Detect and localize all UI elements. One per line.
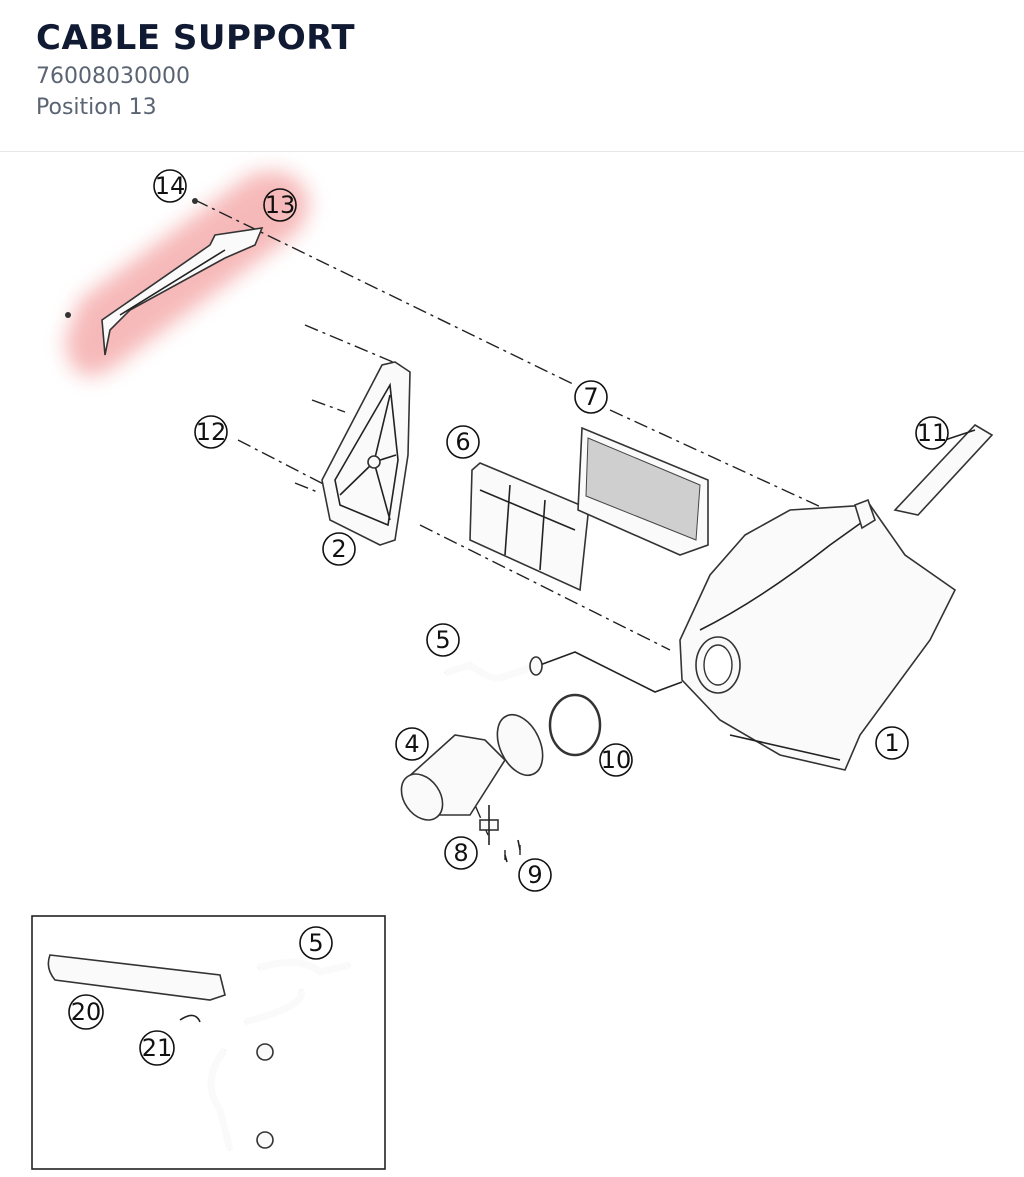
part-9-screws <box>504 839 521 863</box>
svg-text:4: 4 <box>404 730 419 758</box>
callout-13[interactable]: 13 <box>263 188 297 222</box>
callouts: 14 13 7 12 6 11 2 5 4 1 10 8 9 5 20 21 <box>68 169 949 1066</box>
svg-text:1: 1 <box>884 729 899 757</box>
svg-text:6: 6 <box>455 428 470 456</box>
svg-text:11: 11 <box>917 419 948 447</box>
callout-7[interactable]: 7 <box>574 380 608 414</box>
leader-line-5 <box>539 651 683 693</box>
screw-14-lower <box>65 312 71 318</box>
callout-5[interactable]: 5 <box>426 623 460 657</box>
part-7-air-filter <box>577 426 709 556</box>
inset-callout-21[interactable]: 21 <box>139 1030 175 1066</box>
svg-text:14: 14 <box>155 172 186 200</box>
callout-1[interactable]: 1 <box>875 726 909 760</box>
assembly-lines <box>194 199 861 860</box>
part-10-clamp <box>548 693 602 757</box>
part-1-airbox <box>679 498 957 771</box>
svg-text:5: 5 <box>308 929 323 957</box>
part-number: 76008030000 <box>36 64 190 89</box>
part-2-filter-frame <box>321 361 411 546</box>
inset-box <box>31 915 386 1170</box>
callout-12[interactable]: 12 <box>194 415 228 449</box>
callout-2[interactable]: 2 <box>322 532 356 566</box>
svg-text:9: 9 <box>527 861 542 889</box>
page-title: CABLE SUPPORT <box>36 18 356 58</box>
callout-10[interactable]: 10 <box>599 743 633 777</box>
svg-text:12: 12 <box>196 418 227 446</box>
part-13-cable-support <box>65 198 264 356</box>
callout-14[interactable]: 14 <box>153 169 187 203</box>
part-8-sensor <box>479 805 499 845</box>
svg-text:7: 7 <box>583 383 598 411</box>
inset-callout-20[interactable]: 20 <box>68 994 104 1030</box>
callout-6[interactable]: 6 <box>446 425 480 459</box>
inset-callout-5[interactable]: 5 <box>299 926 333 960</box>
callout-11[interactable]: 11 <box>915 416 949 450</box>
svg-text:5: 5 <box>435 626 450 654</box>
svg-text:21: 21 <box>142 1034 173 1062</box>
svg-text:8: 8 <box>453 839 468 867</box>
svg-text:2: 2 <box>331 535 346 563</box>
svg-text:13: 13 <box>265 191 296 219</box>
screw-14 <box>192 198 198 204</box>
part-4-intake-boot <box>400 713 544 821</box>
header: CABLE SUPPORT 76008030000 Position 13 <box>0 0 1024 152</box>
svg-text:10: 10 <box>601 746 632 774</box>
position-label: Position 13 <box>36 95 157 120</box>
part-6-filter-plate <box>469 462 589 592</box>
callout-9[interactable]: 9 <box>518 858 552 892</box>
part-11-bracket <box>893 423 994 516</box>
inset-breather-assembly <box>47 954 351 1151</box>
callout-8[interactable]: 8 <box>444 836 478 870</box>
callout-4[interactable]: 4 <box>395 727 429 761</box>
part-5-hose <box>443 656 543 682</box>
svg-text:20: 20 <box>71 998 102 1026</box>
